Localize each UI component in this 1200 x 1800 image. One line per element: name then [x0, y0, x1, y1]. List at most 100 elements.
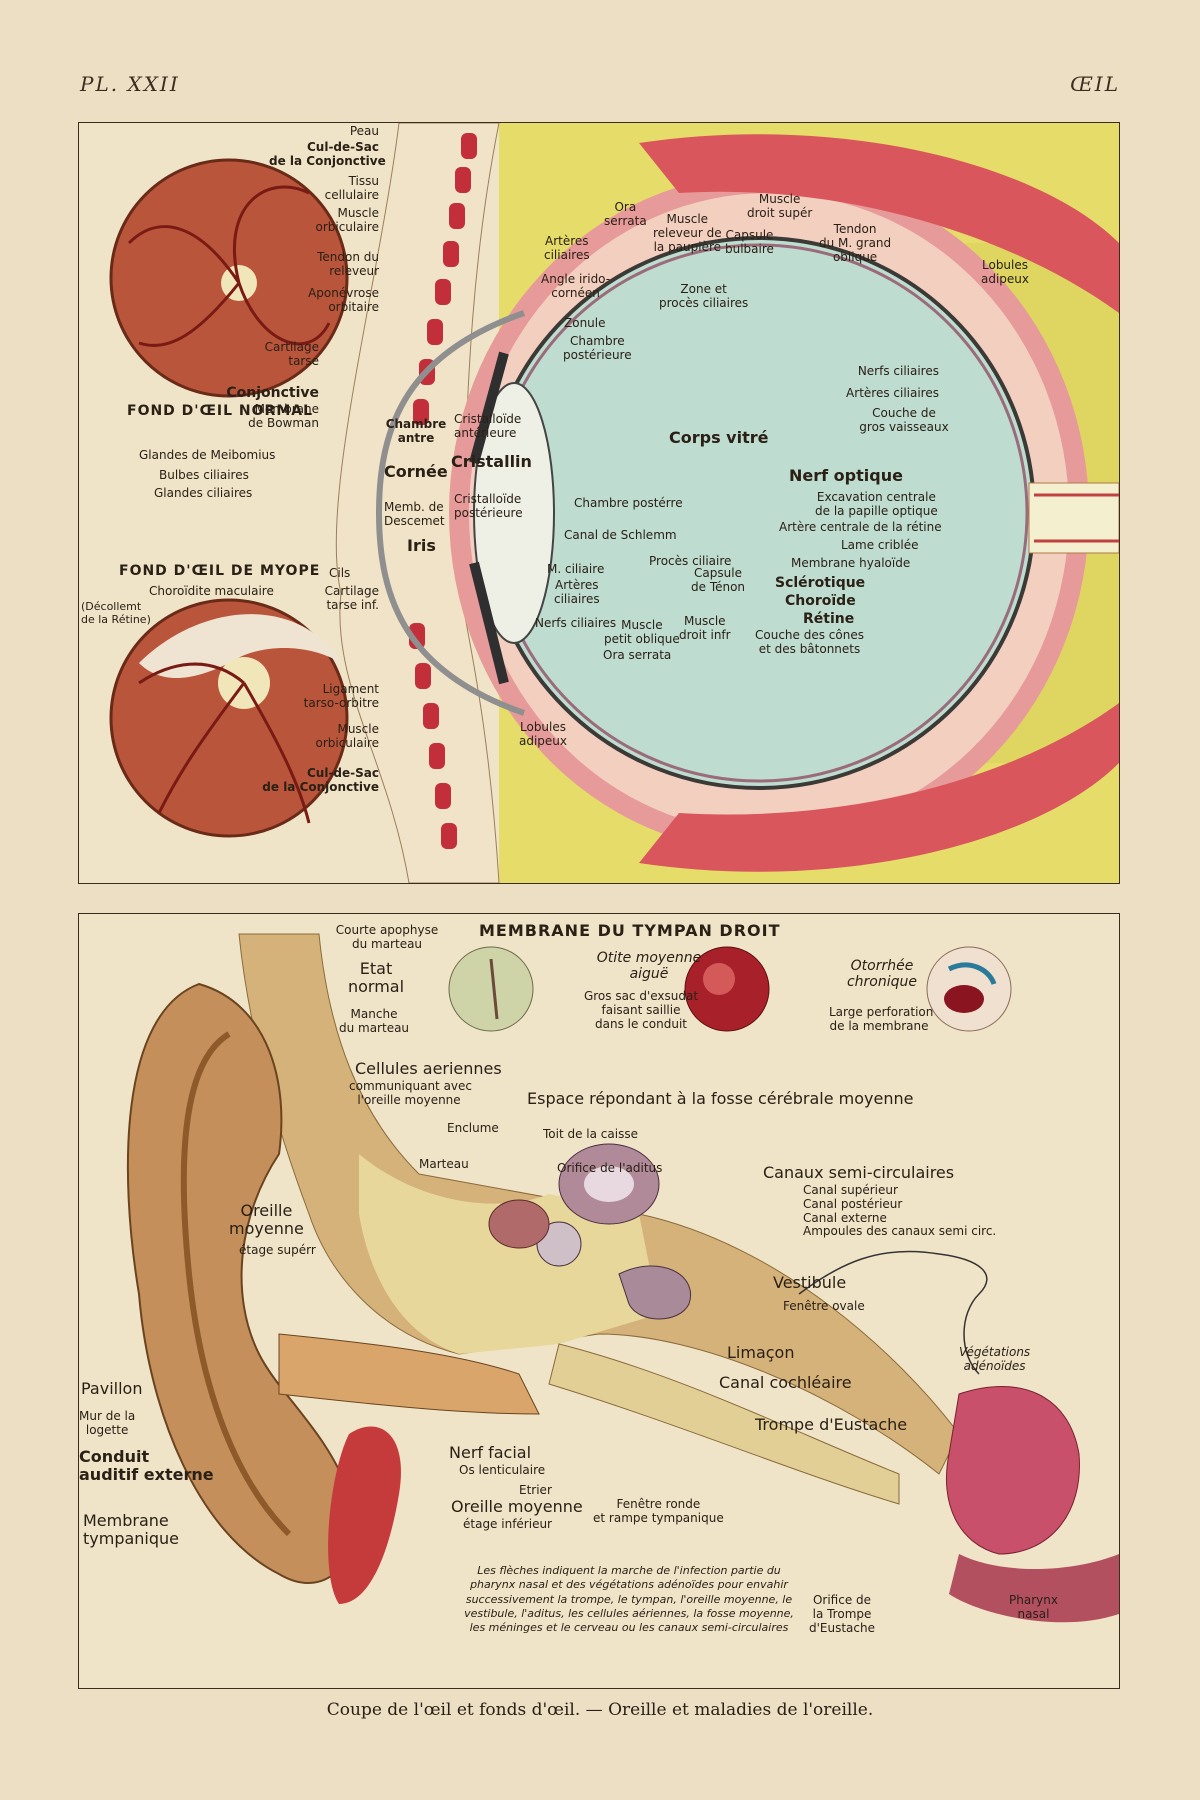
label-orifice-aditus: Orifice de l'aditus	[557, 1161, 663, 1175]
label-conjonctive: Conjonctive	[226, 385, 319, 401]
label-sclerotique: Sclérotique	[775, 575, 866, 591]
label-etage-inf: étage inférieur	[463, 1517, 552, 1531]
label-cul-de-sac-top: Cul-de-Sac de la Conjonctive	[269, 140, 386, 168]
label-muscle-petit-oblique: Muscle petit oblique	[604, 618, 680, 646]
label-cils: Cils	[329, 566, 351, 580]
label-zonule: Zonule	[564, 316, 606, 330]
label-nerf-facial: Nerf facial	[449, 1443, 532, 1462]
label-capsule-tenon: Capsule de Ténon	[691, 566, 746, 594]
label-cellules: Cellules aeriennes	[355, 1059, 502, 1078]
label-muscle-droit-inf: Muscle droit infr	[679, 614, 731, 642]
label-ligament: Ligament tarso-orbitre	[303, 682, 379, 710]
temporal-bone	[238, 933, 960, 1475]
eustachian-tube	[548, 1343, 900, 1505]
plate-number: PL. XXII	[80, 72, 180, 96]
label-zone-proces: Zone et procès ciliaires	[659, 282, 749, 310]
plate-subject: ŒIL	[1070, 72, 1120, 96]
label-cristalloide-ant: Cristalloïde antérieure	[454, 412, 522, 440]
label-muscle-releveur: Muscle releveur de la paupière	[653, 212, 722, 254]
ossicles	[488, 1199, 550, 1249]
label-cristallin: Cristallin	[451, 452, 532, 471]
label-peau: Peau	[349, 124, 379, 138]
label-espace: Espace répondant à la fosse cérébrale mo…	[527, 1089, 914, 1108]
label-nerfs-ciliaires-bot: Nerfs ciliaires	[535, 616, 617, 630]
label-lame-criblee: Lame criblée	[841, 538, 919, 552]
label-conduit: Conduit auditif externe	[79, 1447, 214, 1485]
label-orifice-trompe: Orifice de la Trompe d'Eustache	[809, 1593, 875, 1635]
eye-panel: FOND D'ŒIL NORMAL FOND D'ŒIL DE MYOPE Ch…	[78, 122, 1120, 884]
label-otite-desc: Gros sac d'exsudat faisant saillie dans …	[583, 989, 699, 1031]
tympan-normal	[448, 946, 534, 1032]
infection-note: Les flèches indiquent la marche de l'inf…	[464, 1564, 794, 1635]
lens	[473, 382, 555, 644]
label-chambre-post-top: Chambre postérieure	[563, 334, 632, 362]
eye-illustration	[109, 123, 1119, 883]
iris-upper	[469, 351, 509, 465]
label-etrier: Etrier	[519, 1483, 552, 1497]
label-vestibule: Vestibule	[773, 1273, 847, 1292]
label-cristalloide-post: Cristalloïde postérieure	[454, 492, 523, 520]
label-marteau: Marteau	[419, 1157, 469, 1171]
label-fenetre-ronde: Fenêtre ronde et rampe tympanique	[593, 1497, 724, 1525]
label-canal-cochleaire: Canal cochléaire	[719, 1373, 852, 1392]
label-retine: Rétine	[803, 611, 855, 627]
label-muscle-droit-sup: Muscle droit supér	[747, 192, 813, 220]
label-canal-schlemm: Canal de Schlemm	[564, 528, 677, 542]
label-corps-vitre: Corps vitré	[669, 428, 769, 447]
label-chambre-post: Chambre postérre	[574, 496, 683, 510]
label-cul-de-sac-bot: Cul-de-Sac de la Conjonctive	[262, 766, 379, 794]
myope-note: (Décollemt de la Rétine)	[81, 600, 151, 626]
label-limacon: Limaçon	[727, 1343, 795, 1362]
ear-canal	[278, 1333, 540, 1415]
cornea	[375, 310, 525, 716]
label-pavillon: Pavillon	[81, 1379, 143, 1398]
label-meibomius: Glandes de Meibomius	[139, 448, 276, 462]
label-tendon-grand-oblique: Tendon du M. grand oblique	[819, 222, 892, 264]
label-tendon-releveur: Tendon du releveur	[317, 250, 379, 278]
label-etage-sup: étage supérr	[239, 1243, 316, 1257]
label-os-lenticulaire: Os lenticulaire	[459, 1463, 546, 1477]
label-choroide: Choroïde	[785, 593, 856, 609]
label-arteres-ciliaires-bot: Artères ciliaires	[554, 578, 600, 606]
fond-normal-title: FOND D'ŒIL NORMAL	[127, 403, 314, 419]
label-oreille-moyenne-inf: Oreille moyenne	[451, 1497, 583, 1516]
fond-myope-title: FOND D'ŒIL DE MYOPE	[119, 563, 321, 579]
label-fenetre-ovale: Fenêtre ovale	[783, 1299, 865, 1313]
label-glandes-ciliaires: Glandes ciliaires	[154, 486, 253, 500]
label-vegetations: Végétations adénoïdes	[959, 1345, 1031, 1373]
tympan-title: MEMBRANE DU TYMPAN DROIT	[479, 921, 781, 940]
label-lobules-adipeux-top: Lobules adipeux	[981, 258, 1030, 286]
label-nerf-optique: Nerf optique	[789, 466, 903, 485]
label-bulbes: Bulbes ciliaires	[159, 468, 249, 482]
label-descemet: Memb. de Descemet	[384, 500, 445, 528]
muscle-superior	[639, 134, 1119, 313]
pharynx	[949, 1554, 1119, 1623]
label-proces-ciliaire: Procès ciliaire	[649, 554, 732, 568]
label-oreille-moyenne-sup: Oreille moyenne	[229, 1201, 304, 1239]
cochlea	[618, 1265, 691, 1320]
label-artere-centrale: Artère centrale de la rétine	[779, 520, 942, 534]
iris-lower	[469, 561, 509, 685]
label-cartilage-inf: Cartilage tarse inf.	[324, 584, 379, 612]
label-courte-apophyse: Courte apophyse du marteau	[335, 923, 439, 951]
label-iris: Iris	[407, 536, 436, 555]
label-ora-serrata-bot: Ora serrata	[603, 648, 672, 662]
label-couche-cones: Couche des cônes et des bâtonnets	[755, 628, 864, 656]
parotid	[328, 1426, 401, 1604]
label-manche: Manche du marteau	[338, 1007, 410, 1035]
label-enclume: Enclume	[447, 1121, 499, 1135]
label-lobules-adipeux-bot: Lobules adipeux	[519, 720, 568, 748]
label-toit: Toit de la caisse	[543, 1127, 638, 1141]
adenoids	[945, 1386, 1080, 1555]
label-canaux: Canaux semi-circulaires	[763, 1163, 955, 1182]
vestibule	[536, 1221, 582, 1267]
label-otorrhee-title: Otorrhée chronique	[846, 958, 918, 991]
muscle-inferior	[639, 703, 1119, 872]
label-pharynx: Pharynx nasal	[1009, 1593, 1058, 1621]
label-ora-serrata-top: Ora serrata	[604, 200, 647, 228]
label-chambre-ant: Chambre antre	[385, 417, 447, 445]
label-muscle-orb-top: Muscle orbiculaire	[315, 206, 379, 234]
myope-subtitle: Choroïdite maculaire	[149, 584, 274, 598]
label-tissu: Tissu cellulaire	[324, 174, 379, 202]
label-etat-normal: Etat normal	[347, 959, 405, 997]
